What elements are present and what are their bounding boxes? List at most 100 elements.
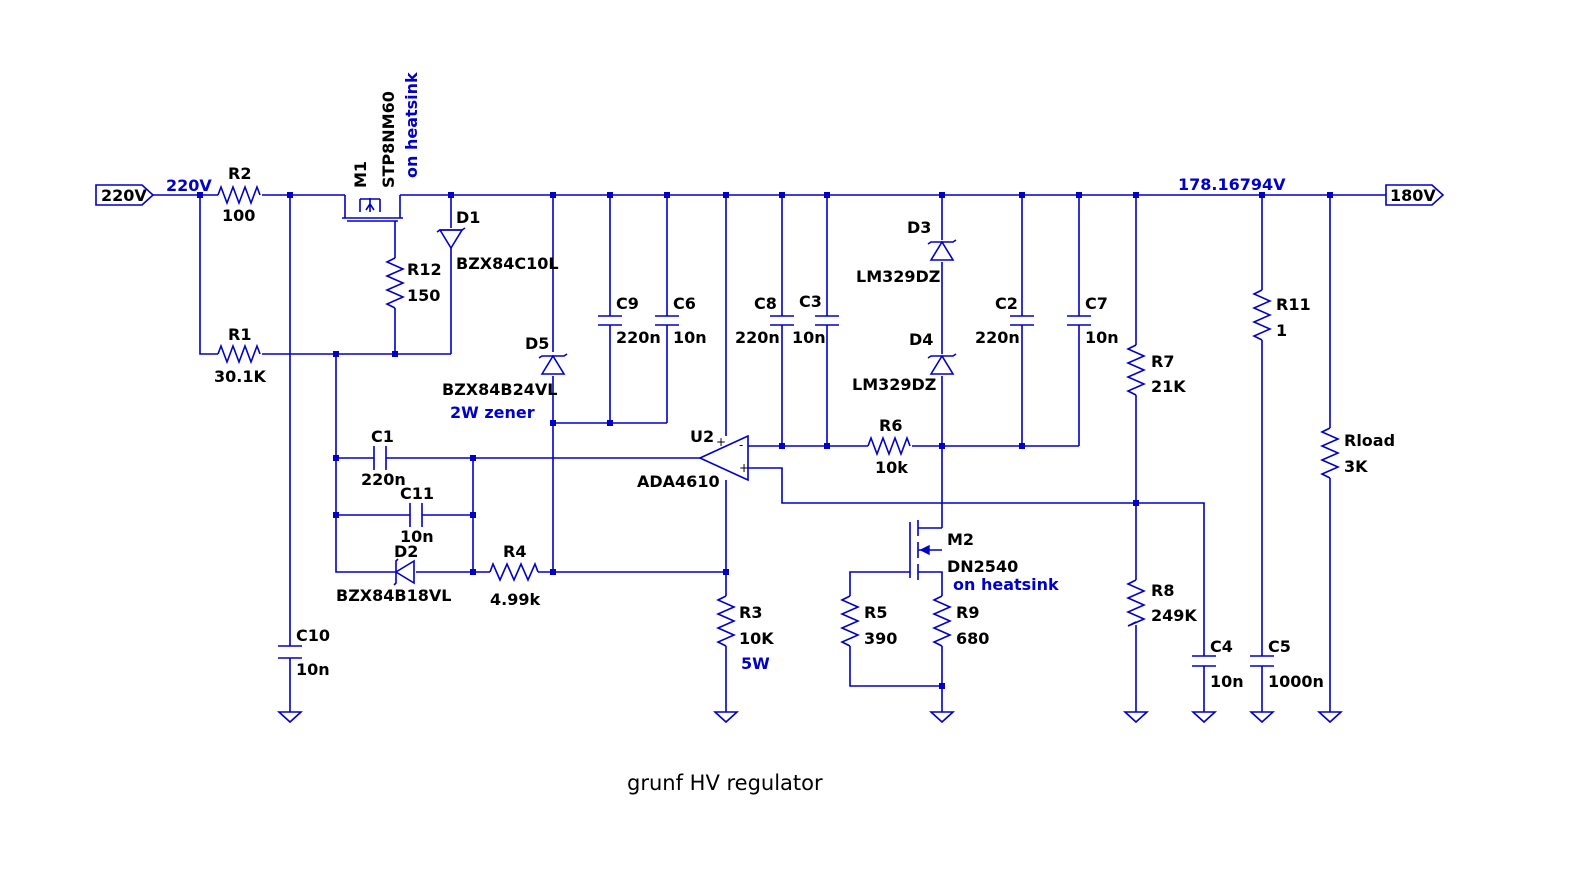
zener-diode-d5: D5 BZX84B24VL 2W zener bbox=[442, 334, 568, 422]
m1-note: on heatsink bbox=[402, 72, 421, 178]
r2-value: 100 bbox=[222, 206, 255, 225]
zener-diode-d1: D1 BZX84C10L bbox=[436, 208, 559, 273]
resistor-r2: R2 100 bbox=[217, 164, 261, 225]
m1-value: STP8NM60 bbox=[379, 91, 398, 188]
opamp-pin-plus-top: + bbox=[716, 435, 726, 449]
resistor-r8: R8 249K bbox=[1126, 579, 1197, 627]
c5-value: 1000n bbox=[1268, 672, 1324, 691]
junction bbox=[470, 569, 476, 575]
junction bbox=[664, 192, 670, 198]
ground-icon bbox=[1316, 711, 1344, 724]
resistor-r9: R9 680 bbox=[932, 595, 989, 648]
opamp-u2: + + - U2 ADA4610 bbox=[637, 427, 749, 491]
r5-ref: R5 bbox=[864, 603, 887, 622]
capacitor-c7: C7 10n bbox=[1067, 294, 1119, 347]
c10-ref: C10 bbox=[296, 626, 330, 645]
c6-ref: C6 bbox=[673, 294, 696, 313]
resistor-r4: R4 4.99k bbox=[489, 542, 540, 609]
c1-value: 220n bbox=[361, 470, 406, 489]
r3-note: 5W bbox=[741, 654, 770, 673]
zener-diode-d2: D2 BZX84B18VL bbox=[336, 542, 451, 605]
u2-value: ADA4610 bbox=[637, 472, 720, 491]
junction bbox=[550, 192, 556, 198]
junction bbox=[550, 420, 556, 426]
junction bbox=[1076, 192, 1082, 198]
d4-ref: D4 bbox=[909, 330, 933, 349]
d5-value: BZX84B24VL bbox=[442, 380, 557, 399]
junction bbox=[1259, 192, 1265, 198]
output-port: 180V bbox=[1385, 184, 1445, 206]
resistor-r3: R3 10K 5W bbox=[716, 595, 774, 673]
ground-icon bbox=[1190, 711, 1218, 724]
junction bbox=[607, 192, 613, 198]
resistor-rload: Rload 3K bbox=[1320, 427, 1395, 479]
junction bbox=[333, 512, 339, 518]
r7-ref: R7 bbox=[1151, 352, 1174, 371]
r6-ref: R6 bbox=[879, 416, 902, 435]
resistor-r1: R1 30.1K bbox=[214, 325, 266, 386]
ground-symbols bbox=[276, 711, 1344, 724]
junction bbox=[824, 192, 830, 198]
junction bbox=[939, 192, 945, 198]
r12-value: 150 bbox=[407, 286, 440, 305]
junction bbox=[470, 455, 476, 461]
junction bbox=[448, 192, 454, 198]
zener-diode-d4: D4 LM329DZ bbox=[852, 330, 957, 394]
capacitor-c2: C2 220n bbox=[975, 294, 1034, 347]
wire bbox=[748, 467, 1205, 712]
d3-value: LM329DZ bbox=[856, 267, 940, 286]
junction bbox=[333, 351, 339, 357]
c11-value: 10n bbox=[400, 527, 434, 546]
d5-ref: D5 bbox=[525, 334, 549, 353]
resistor-r12: R12 150 bbox=[385, 257, 442, 309]
junction bbox=[939, 443, 945, 449]
m2-value: DN2540 bbox=[947, 557, 1018, 576]
r8-ref: R8 bbox=[1151, 581, 1174, 600]
r6-value: 10k bbox=[875, 458, 908, 477]
c9-ref: C9 bbox=[616, 294, 639, 313]
d5-note: 2W zener bbox=[450, 403, 535, 422]
junction bbox=[470, 512, 476, 518]
c4-ref: C4 bbox=[1210, 637, 1233, 656]
junction bbox=[779, 443, 785, 449]
r4-ref: R4 bbox=[503, 542, 526, 561]
r8-value: 249K bbox=[1151, 606, 1197, 625]
input-net-label: 220V bbox=[166, 176, 212, 195]
r5-value: 390 bbox=[864, 629, 897, 648]
c7-ref: C7 bbox=[1085, 294, 1108, 313]
output-port-label: 180V bbox=[1390, 186, 1436, 205]
resistor-r11: R11 1 bbox=[1252, 289, 1311, 341]
junction bbox=[287, 192, 293, 198]
mosfet-m1: M1 STP8NM60 on heatsink bbox=[342, 72, 421, 222]
d2-ref: D2 bbox=[394, 542, 418, 561]
ground-icon bbox=[928, 711, 956, 724]
r1-ref: R1 bbox=[228, 325, 251, 344]
r7-value: 21K bbox=[1151, 377, 1186, 396]
c3-value: 10n bbox=[792, 328, 826, 347]
r4-value: 4.99k bbox=[490, 590, 540, 609]
m1-ref: M1 bbox=[351, 161, 370, 188]
resistor-r6: R6 10k bbox=[867, 416, 911, 477]
c8-ref: C8 bbox=[754, 294, 777, 313]
c10-value: 10n bbox=[296, 660, 330, 679]
capacitor-c4: C4 10n bbox=[1192, 637, 1244, 691]
ground-icon bbox=[712, 711, 740, 724]
capacitor-c9: C9 220n bbox=[598, 294, 661, 347]
rload-ref: Rload bbox=[1344, 431, 1395, 450]
c8-value: 220n bbox=[735, 328, 780, 347]
r11-ref: R11 bbox=[1276, 295, 1311, 314]
m2-ref: M2 bbox=[947, 530, 974, 549]
capacitor-c5: C5 1000n bbox=[1250, 637, 1324, 691]
d2-value: BZX84B18VL bbox=[336, 586, 451, 605]
junction bbox=[939, 683, 945, 689]
c7-value: 10n bbox=[1085, 328, 1119, 347]
r1-value: 30.1K bbox=[214, 367, 266, 386]
d4-value: LM329DZ bbox=[852, 375, 936, 394]
d1-ref: D1 bbox=[456, 208, 480, 227]
r11-value: 1 bbox=[1276, 321, 1287, 340]
junction bbox=[1327, 192, 1333, 198]
schematic-title: grunf HV regulator bbox=[627, 771, 823, 795]
c6-value: 10n bbox=[673, 328, 707, 347]
capacitor-c3: C3 10n bbox=[792, 292, 839, 347]
